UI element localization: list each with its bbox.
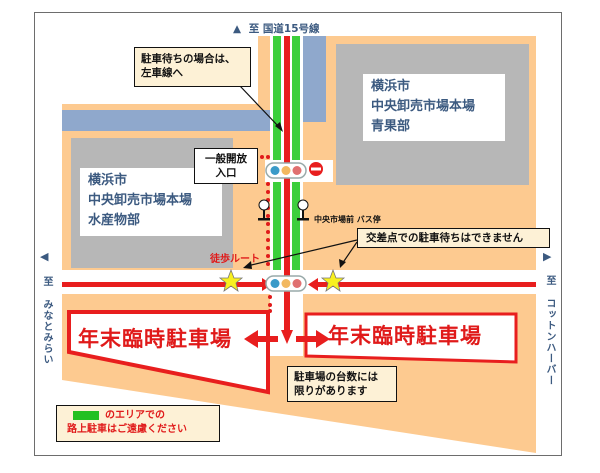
east-direction-label: 至 コットンハーバー: [544, 275, 555, 386]
west-arrow-icon: ◀: [40, 250, 49, 263]
west-direction-label: 至 みなとみらい: [41, 276, 52, 365]
bus-stop-label: 中央市場前 バス停: [314, 215, 381, 224]
legend: のエリアでの 路上駐車はご遠慮ください: [56, 405, 220, 442]
traffic-light-entrance: [265, 162, 307, 179]
green-zone-swatch: [73, 410, 99, 420]
callout-left-lane: 駐車待ちの場合は、 左車線へ: [134, 47, 251, 87]
north-direction: ▲ 至 国道15号線: [233, 23, 320, 35]
callout-limited-capacity: 駐車場の台数には 限りがあります: [287, 366, 397, 402]
parking-lot-left-label: 年末臨時駐車場: [78, 327, 232, 351]
parking-lot-right-label: 年末臨時駐車場: [328, 324, 482, 348]
callout-no-waiting: 交差点での駐車待ちはできません: [357, 228, 550, 248]
callout-entrance: 一般開放 入口: [194, 148, 258, 184]
traffic-light-intersection: [265, 275, 307, 292]
building-produce-label: 横浜市 中央卸売市場本場 青果部: [363, 74, 505, 141]
east-arrow-icon: ▶: [543, 250, 552, 263]
walk-route-label: 徒歩ルート: [210, 254, 260, 265]
north-arrow-icon: ▲: [233, 23, 242, 35]
